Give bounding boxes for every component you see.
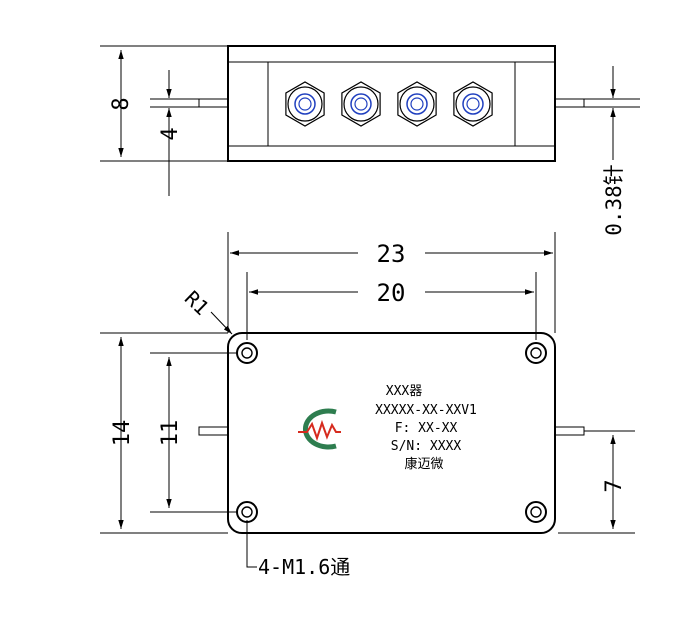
connector — [397, 81, 437, 127]
nameplate-line-2: XXXXX-XX-XXV1 — [375, 403, 477, 418]
nameplate-line-5: 康迈微 — [404, 456, 443, 472]
connector-group — [285, 81, 493, 127]
nameplate-line-3: F: XX-XX — [395, 421, 458, 436]
top-housing — [227, 332, 556, 534]
connector — [285, 81, 325, 127]
side-pin-right — [554, 98, 585, 108]
nameplate-line-4: S/N: XXXX — [391, 439, 462, 454]
mounting-hole — [525, 501, 547, 523]
company-logo — [298, 408, 341, 450]
mounting-hole — [236, 501, 258, 523]
dim-mounting-holes: 4-M1.6通 — [258, 555, 350, 579]
dim-corner-radius: R1 — [180, 286, 214, 320]
top-pin-right — [554, 426, 585, 436]
connector — [341, 81, 381, 127]
mounting-hole-leader — [246, 520, 257, 568]
top-view: XXX器 XXXXX-XX-XXV1 F: XX-XX S/N: XXXX 康迈… — [100, 232, 635, 579]
dim-outer-width: 23 — [377, 240, 406, 268]
top-pin-left — [198, 426, 229, 436]
dim-pin-offset: 7 — [602, 479, 627, 492]
nameplate-line-1: XXX器 — [386, 384, 422, 399]
dim-hole-vertical-spacing: 11 — [158, 420, 183, 447]
dim-pin-height: 4 — [158, 127, 183, 140]
side-pin-left — [198, 98, 229, 108]
dim-side-height: 8 — [109, 97, 134, 110]
dim-top-height: 14 — [110, 420, 135, 447]
mounting-hole — [525, 342, 547, 364]
dim-pin-diameter: 0.38针 — [602, 164, 626, 236]
side-view: 8 4 0.38针 — [100, 45, 640, 236]
dim-hole-spacing: 20 — [377, 279, 406, 307]
side-housing — [227, 45, 556, 162]
connector — [453, 81, 493, 127]
mounting-hole — [236, 342, 258, 364]
